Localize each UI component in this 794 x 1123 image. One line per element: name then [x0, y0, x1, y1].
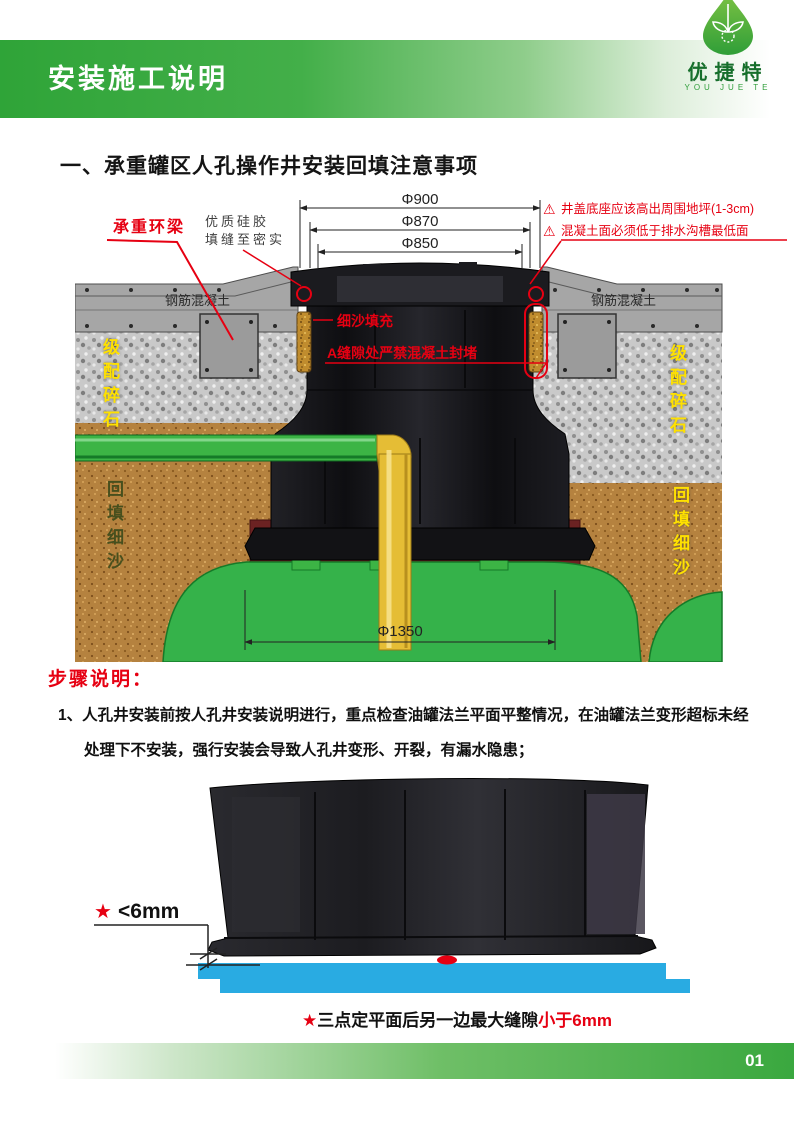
blue-base-plate [198, 963, 690, 993]
cover-inner [337, 276, 503, 302]
silicone-label-1: 优质硅胶 [205, 214, 269, 229]
page-number: 01 [745, 1051, 764, 1070]
gravel-label-left: 级配碎石 [100, 338, 119, 434]
gap-star-icon: ★ [94, 901, 112, 923]
silicone-label-2: 填缝至密实 [205, 232, 285, 247]
rc-label-left: 钢筋混凝土 [165, 293, 230, 308]
gap-annotation: ★ <6mm [94, 900, 260, 971]
manhole-cross-section-diagram: 钢筋混凝土 钢筋混凝土 [74, 191, 794, 663]
silicone-callout: 优质硅胶 填缝至密实 [205, 214, 302, 287]
dim-1350: Φ1350 [377, 623, 422, 640]
manhole-flange [244, 527, 596, 561]
center-contact-dot [437, 955, 457, 965]
backfill-label-left: 回填细沙 [104, 480, 123, 576]
no-concrete-label: A缝隙处严禁混凝土封堵 [327, 345, 477, 361]
warning-text-1: 井盖底座应该高出周围地坪(1-3cm) [561, 201, 754, 216]
ring-beam-callout: 承重环梁 [106, 217, 234, 341]
water-drop-leaf-icon [703, 0, 753, 55]
steps-heading: 步骤说明： [48, 669, 154, 690]
gravel-left [75, 332, 303, 423]
ring-beam-right [557, 313, 617, 379]
dim-870: Φ870 [402, 213, 439, 230]
red-annotations: 细沙填充 A缝隙处严禁混凝土封堵 [296, 286, 548, 379]
green-pipe [74, 434, 378, 462]
ring-beam-label: 承重环梁 [113, 217, 185, 236]
flatness-caption: ★三点定平面后另一边最大缝隙小于6mm [120, 1006, 794, 1031]
page-title: 安装施工说明 [48, 64, 228, 94]
company-logo: 优捷特 YOU JUE TE [676, 0, 780, 92]
manhole-well-body [244, 262, 596, 561]
caption-star-icon: ★ [302, 1011, 318, 1030]
gap-value: <6mm [118, 900, 179, 923]
warning-icon-1: ⚠ [543, 201, 556, 217]
step-1: 1、人孔井安装前按人孔井安装说明进行，重点检查油罐法兰平面平整情况，在油罐法兰变… [58, 698, 760, 768]
manhole-base-part [207, 778, 657, 957]
dim-900: Φ900 [402, 192, 439, 208]
ring-beam-blocks [199, 313, 617, 379]
sand-fill-label: 细沙填充 [337, 313, 393, 329]
warning-text-2: 混凝土面必须低于排水沟槽最低面 [561, 223, 749, 238]
step-1-number: 1、 [58, 707, 83, 724]
dimensions: Φ900 Φ870 Φ850 Φ1350 [244, 191, 556, 650]
logo-subtitle: YOU JUE TE [684, 83, 772, 92]
dim-850: Φ850 [402, 235, 439, 252]
caption-text: 三点定平面后另一边最大缝隙 [317, 1011, 539, 1030]
rc-label-right: 钢筋混凝土 [591, 293, 656, 308]
fine-sand-strips [296, 311, 544, 373]
backfill-label-right: 回填细沙 [670, 486, 689, 582]
flatness-svg: ★ <6mm [94, 778, 690, 993]
gravel-label-right: 级配碎石 [667, 344, 686, 440]
seal-circle-left [296, 286, 312, 302]
ring-beam-left [199, 313, 259, 379]
section-title: 一、承重罐区人孔操作井安装回填注意事项 [60, 155, 478, 178]
footer-bar: 01 [55, 1043, 794, 1079]
logo-name: 优捷特 [687, 62, 769, 84]
seal-circle-right [528, 286, 544, 302]
caption-highlight: 小于6mm [538, 1011, 612, 1030]
cross-section-svg: 钢筋混凝土 钢筋混凝土 [74, 191, 787, 663]
flatness-check-diagram: ★ <6mm [90, 772, 710, 1007]
warning-icon-2: ⚠ [543, 223, 556, 239]
step-1-text: 人孔井安装前按人孔井安装说明进行，重点检查油罐法兰平面平整情况，在油罐法兰变形超… [82, 707, 749, 759]
yellow-pipe [376, 434, 412, 651]
header-bar: 安装施工说明 [0, 40, 794, 118]
warnings: ⚠ 井盖底座应该高出周围地坪(1-3cm) ⚠ 混凝土面必须低于排水沟槽最低面 [529, 201, 787, 285]
